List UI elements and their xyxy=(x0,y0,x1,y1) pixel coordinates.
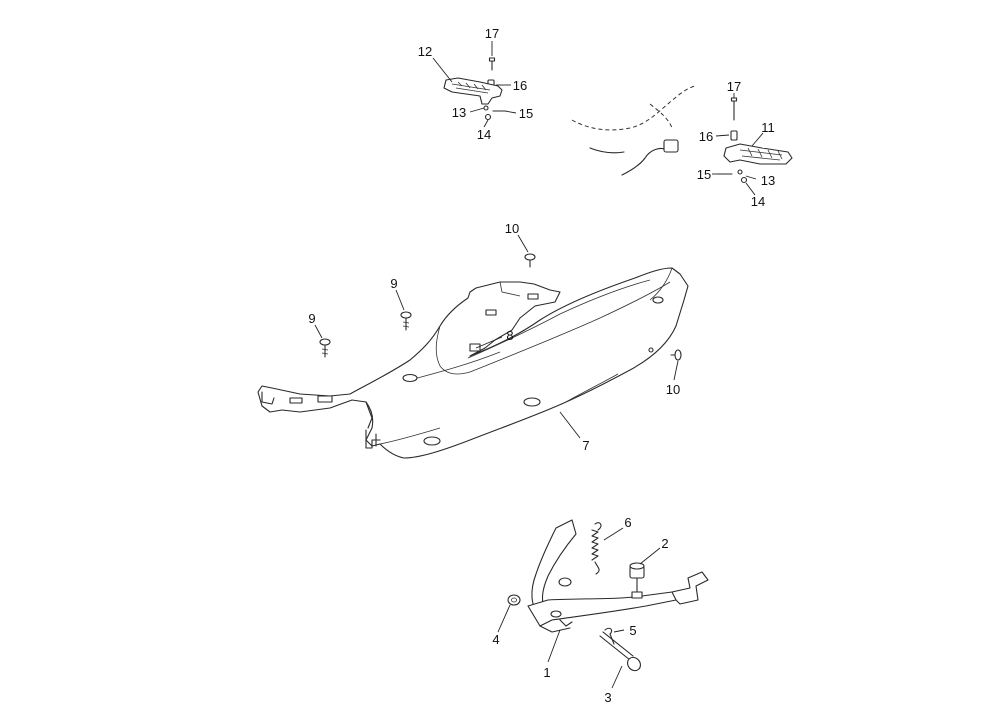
center-stand-assembly xyxy=(507,519,709,672)
left-footrest-assembly xyxy=(443,57,506,121)
callout-2: 2 xyxy=(661,536,668,551)
callout-10-top: 10 xyxy=(505,221,519,236)
screw-10-right xyxy=(670,349,682,361)
callout-4: 4 xyxy=(492,632,499,647)
callout-6: 6 xyxy=(624,515,631,530)
callout-14-left: 14 xyxy=(477,127,491,142)
screw-10-top xyxy=(524,253,536,268)
callout-5: 5 xyxy=(629,623,636,638)
screw-9-left xyxy=(319,338,331,358)
callout-labels: 17 12 16 13 15 14 17 11 16 15 13 14 10 9… xyxy=(308,26,775,705)
callout-8: 8 xyxy=(506,328,513,343)
callout-3: 3 xyxy=(604,690,611,705)
callout-13-left: 13 xyxy=(452,105,466,120)
right-footrest-assembly xyxy=(571,85,793,184)
callout-16-right: 16 xyxy=(699,129,713,144)
callout-11: 11 xyxy=(761,120,775,135)
callout-9-middle: 9 xyxy=(390,276,397,291)
main-body-panel xyxy=(257,267,689,459)
callout-17-left: 17 xyxy=(485,26,499,41)
callout-9-left: 9 xyxy=(308,311,315,326)
callout-15-right: 15 xyxy=(697,167,711,182)
callout-12: 12 xyxy=(418,44,432,59)
callout-10-right: 10 xyxy=(666,382,680,397)
callout-7: 7 xyxy=(582,438,589,453)
callout-15-left: 15 xyxy=(519,106,533,121)
callout-1: 1 xyxy=(543,665,550,680)
screw-9-middle xyxy=(400,311,412,331)
leader-lines xyxy=(314,41,764,689)
callout-16-left: 16 xyxy=(513,78,527,93)
callout-17-right: 17 xyxy=(727,79,741,94)
callout-13-right: 13 xyxy=(761,173,775,188)
callout-14-right: 14 xyxy=(751,194,765,209)
